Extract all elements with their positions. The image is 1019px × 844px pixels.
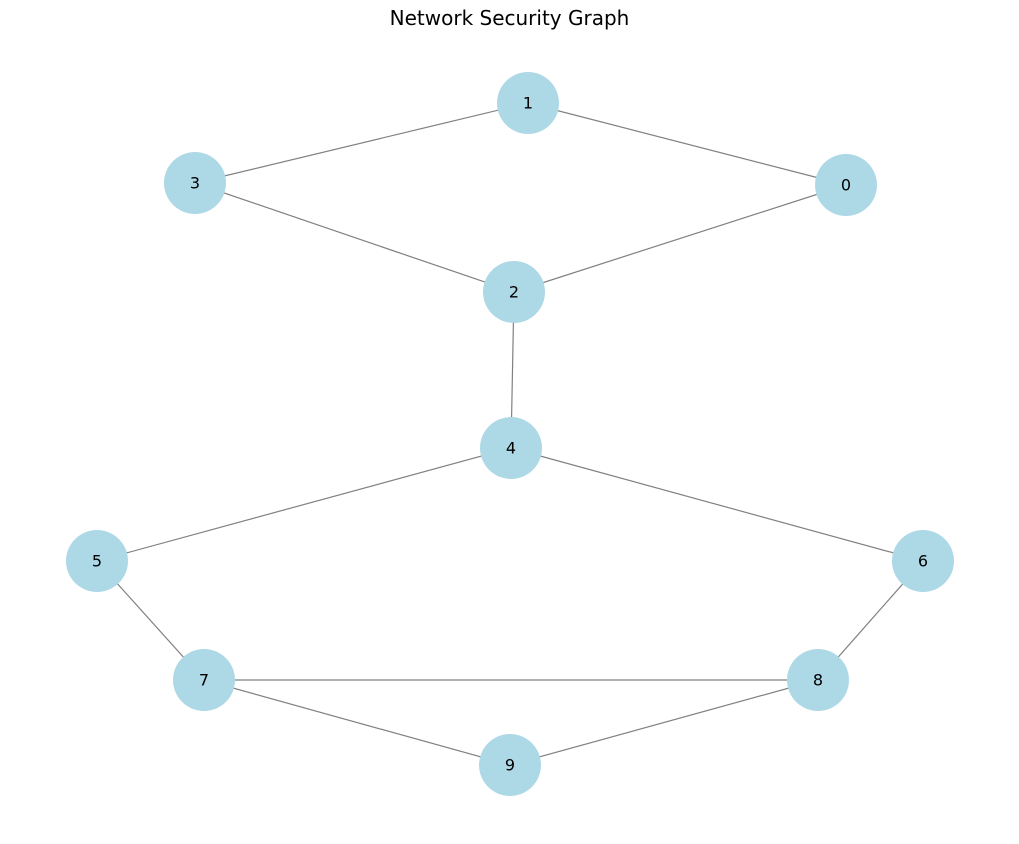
edge-1-3 xyxy=(194,102,529,184)
node-label: 4 xyxy=(506,439,516,458)
node-5: 5 xyxy=(66,530,128,592)
node-label: 2 xyxy=(509,283,519,302)
node-label: 9 xyxy=(505,756,515,775)
node-label: 0 xyxy=(841,176,851,195)
node-label: 1 xyxy=(523,94,533,113)
node-circle xyxy=(66,530,128,592)
node-label: 8 xyxy=(813,671,823,690)
nodes-layer: 0 1 2 3 4 5 6 7 8 9 xyxy=(66,72,954,796)
node-circle xyxy=(787,649,849,711)
node-0: 0 xyxy=(815,154,877,216)
diagram-title: Network Security Graph xyxy=(390,6,630,30)
edge-0-2 xyxy=(513,184,847,293)
node-6: 6 xyxy=(892,530,954,592)
node-3: 3 xyxy=(164,152,226,214)
node-7: 7 xyxy=(173,649,235,711)
node-1: 1 xyxy=(497,72,559,134)
node-circle xyxy=(173,649,235,711)
edge-1-0 xyxy=(527,102,847,186)
edge-3-2 xyxy=(194,182,515,293)
node-label: 5 xyxy=(92,552,102,571)
node-circle xyxy=(815,154,877,216)
node-circle xyxy=(479,734,541,796)
node-circle xyxy=(164,152,226,214)
node-circle xyxy=(483,261,545,323)
node-label: 6 xyxy=(918,552,928,571)
node-circle xyxy=(480,417,542,479)
node-label: 7 xyxy=(199,671,209,690)
edge-7-9 xyxy=(203,679,511,766)
node-2: 2 xyxy=(483,261,545,323)
edge-4-5 xyxy=(96,447,512,562)
edge-4-6 xyxy=(510,447,924,562)
node-4: 4 xyxy=(480,417,542,479)
edges-layer xyxy=(96,102,924,766)
node-label: 3 xyxy=(190,174,200,193)
edge-8-9 xyxy=(509,679,819,766)
node-circle xyxy=(497,72,559,134)
node-circle xyxy=(892,530,954,592)
node-9: 9 xyxy=(479,734,541,796)
node-8: 8 xyxy=(787,649,849,711)
